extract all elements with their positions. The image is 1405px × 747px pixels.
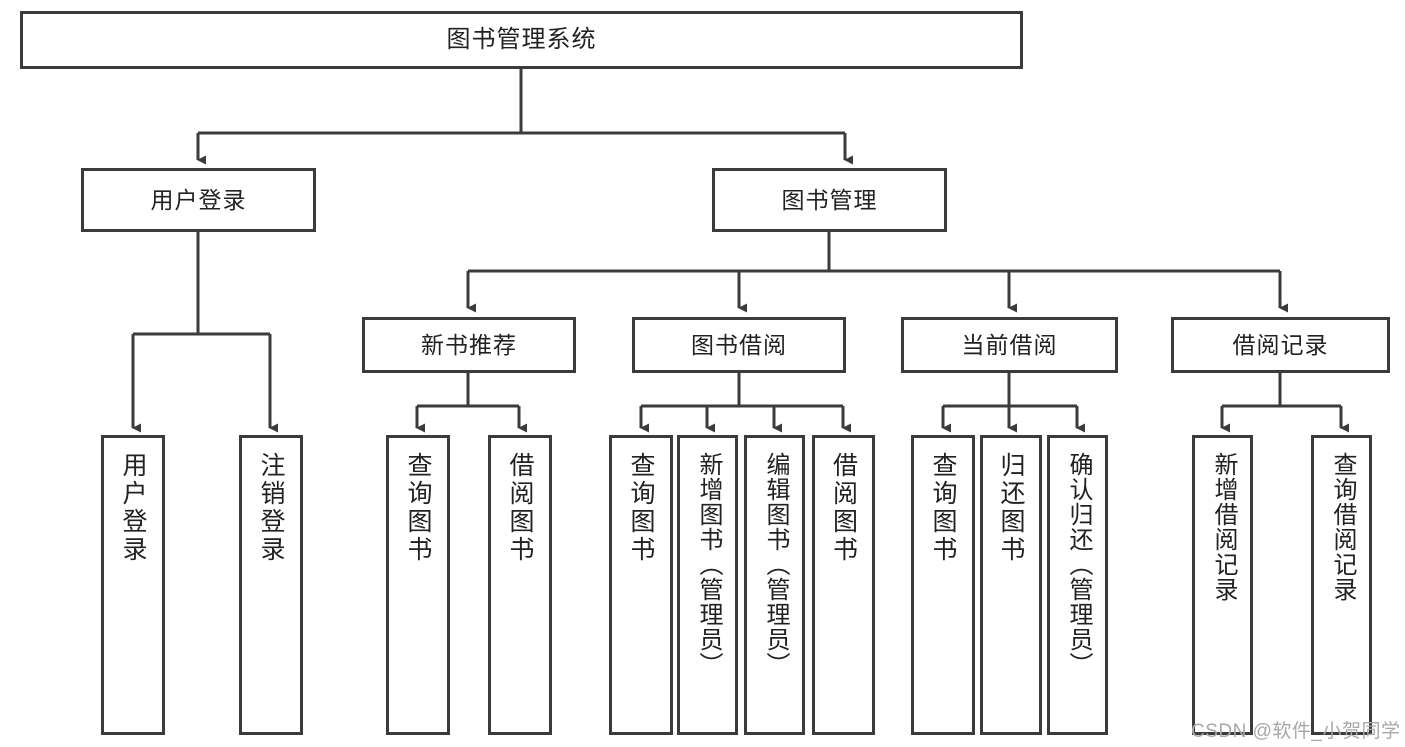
leaf-add-book-admin[interactable]: 新增图书（管理员） bbox=[677, 435, 738, 735]
node-label: 查询图书 bbox=[627, 452, 655, 564]
node-label: 图书管理 bbox=[781, 186, 878, 213]
node-label: 确认归还（管理员） bbox=[1064, 452, 1092, 677]
node-borrow-record[interactable]: 借阅记录 bbox=[1171, 317, 1390, 373]
node-label: 用户登录 bbox=[150, 186, 247, 213]
node-user-login[interactable]: 用户登录 bbox=[81, 168, 316, 232]
node-label: 图书管理系统 bbox=[446, 26, 597, 54]
leaf-borrow-book-recommend[interactable]: 借阅图书 bbox=[488, 435, 552, 735]
node-label: 借阅记录 bbox=[1232, 331, 1329, 358]
node-label: 图书借阅 bbox=[691, 331, 787, 358]
node-book-management[interactable]: 图书管理 bbox=[712, 168, 947, 232]
node-label: 借阅图书 bbox=[506, 452, 534, 564]
node-new-book-recommend[interactable]: 新书推荐 bbox=[362, 317, 576, 373]
node-current-borrow[interactable]: 当前借阅 bbox=[901, 317, 1118, 373]
leaf-borrow-book[interactable]: 借阅图书 bbox=[812, 435, 875, 735]
leaf-add-borrow-record[interactable]: 新增借阅记录 bbox=[1192, 435, 1253, 735]
leaf-query-book-borrow[interactable]: 查询图书 bbox=[609, 435, 673, 735]
leaf-query-borrow-record[interactable]: 查询借阅记录 bbox=[1311, 435, 1372, 735]
leaf-user-logout[interactable]: 注销登录 bbox=[239, 435, 303, 735]
node-label: 注销登录 bbox=[257, 452, 285, 564]
leaf-edit-book-admin[interactable]: 编辑图书（管理员） bbox=[744, 435, 805, 735]
leaf-user-login[interactable]: 用户登录 bbox=[101, 435, 165, 735]
leaf-confirm-return-admin[interactable]: 确认归还（管理员） bbox=[1047, 435, 1108, 735]
node-label: 借阅图书 bbox=[829, 452, 858, 564]
csdn-watermark: CSDN @软件_小贺同学 bbox=[1191, 721, 1401, 742]
node-label: 新书推荐 bbox=[421, 331, 517, 358]
node-book-borrow[interactable]: 图书借阅 bbox=[632, 317, 846, 373]
node-label: 当前借阅 bbox=[961, 331, 1058, 358]
node-label: 新增借阅记录 bbox=[1209, 452, 1237, 602]
node-label: 查询图书 bbox=[404, 452, 432, 564]
node-label: 编辑图书（管理员） bbox=[761, 452, 789, 677]
leaf-query-book-current[interactable]: 查询图书 bbox=[911, 435, 975, 735]
node-root-system[interactable]: 图书管理系统 bbox=[20, 11, 1023, 69]
node-label: 归还图书 bbox=[997, 452, 1025, 564]
node-label: 查询借阅记录 bbox=[1328, 452, 1356, 602]
node-label: 新增图书（管理员） bbox=[694, 452, 722, 677]
leaf-query-book-recommend[interactable]: 查询图书 bbox=[386, 435, 450, 735]
node-label: 用户登录 bbox=[119, 452, 147, 564]
node-label: 查询图书 bbox=[929, 452, 957, 564]
leaf-return-book[interactable]: 归还图书 bbox=[980, 435, 1042, 735]
